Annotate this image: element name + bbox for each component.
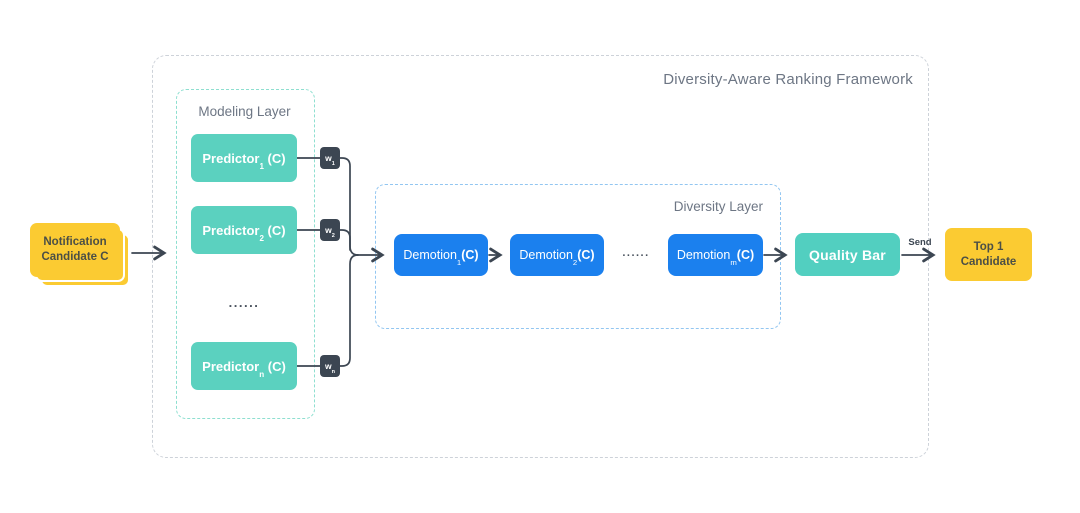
modeling-ellipsis: ...... [228, 295, 260, 310]
top1-candidate-box: Top 1 Candidate [945, 228, 1032, 281]
diversity-ellipsis: ...... [622, 247, 650, 259]
demotion-m-box: Demotionm(C) [668, 234, 763, 276]
demotion-2-box: Demotion2(C) [510, 234, 604, 276]
weight-1-label: w1 [325, 153, 335, 168]
wire-weight1-bus [339, 157, 359, 256]
weight-n-label: wn [325, 361, 335, 376]
quality-bar-box: Quality Bar [795, 233, 900, 276]
predictor-1-box: Predictor1 (C) [191, 134, 297, 182]
predictor-2-box: Predictor2 (C) [191, 206, 297, 254]
weight-n-chip: wn [320, 355, 340, 377]
demotion-1-box: Demotion1(C) [394, 234, 488, 276]
label-line2: Candidate C [41, 251, 109, 263]
top1-candidate-label: Top 1 Candidate [961, 240, 1017, 270]
weight-2-label: w2 [325, 225, 335, 240]
wire-weightn-bus [339, 254, 359, 367]
quality-bar-label: Quality Bar [809, 246, 886, 263]
notification-candidate-stack: Notification Candidate C [30, 223, 130, 289]
framework-title: Diversity-Aware Ranking Framework [663, 71, 913, 88]
predictor-n-box: Predictorn (C) [191, 342, 297, 390]
label-line1: Notification [43, 236, 107, 249]
demotion-2-label: Demotion2(C) [519, 248, 595, 267]
diversity-layer-label: Diversity Layer [673, 199, 763, 214]
weight-2-chip: w2 [320, 219, 340, 241]
weight-1-chip: w1 [320, 147, 340, 169]
send-label: Send [908, 237, 932, 248]
modeling-layer-frame [176, 89, 315, 419]
demotion-1-label: Demotion1(C) [403, 248, 479, 267]
notification-candidate-label: Notification Candidate C [41, 235, 108, 265]
label-line1: Top 1 [973, 240, 1004, 253]
predictor-2-label: Predictor2 (C) [202, 222, 286, 243]
predictor-1-label: Predictor1 (C) [202, 150, 286, 171]
modeling-layer-label: Modeling Layer [198, 104, 291, 119]
wire-weight2-bus [339, 229, 351, 251]
notification-candidate-card: Notification Candidate C [30, 223, 120, 277]
predictor-n-label: Predictorn (C) [202, 358, 286, 379]
label-line2: Candidate [960, 255, 1017, 268]
demotion-m-label: Demotionm(C) [676, 248, 755, 267]
